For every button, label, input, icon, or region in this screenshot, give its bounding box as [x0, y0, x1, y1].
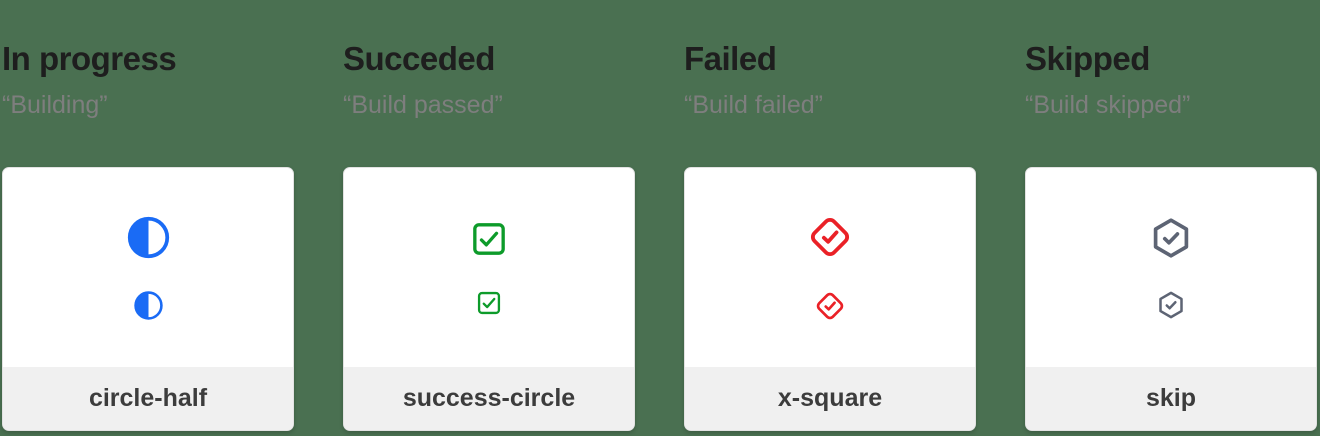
diamond-check-icon	[816, 292, 844, 319]
column-status-quote: “Building”	[2, 91, 108, 119]
diamond-check-icon	[810, 217, 850, 256]
icon-card: circle-half	[2, 167, 294, 431]
check-square-icon	[477, 291, 501, 314]
hexagon-check-icon	[1159, 291, 1183, 318]
column-status-quote: “Build failed”	[684, 91, 823, 119]
check-square-icon	[473, 222, 505, 255]
icon-card: success-circle	[343, 167, 635, 431]
icon-card-body	[3, 168, 293, 367]
column-title: In progress	[2, 40, 177, 77]
icon-name-label: skip	[1026, 367, 1316, 430]
column-succeded: Succeded “Build passed” success-circle	[343, 42, 635, 431]
icon-card-body	[685, 168, 975, 367]
icon-card: x-square	[684, 167, 976, 431]
column-status-quote: “Build passed”	[343, 91, 503, 119]
circle-half-icon	[127, 216, 169, 258]
icon-name-label: x-square	[685, 367, 975, 430]
circle-half-icon	[133, 290, 163, 320]
icon-name-label: success-circle	[344, 367, 634, 430]
icon-name-label: circle-half	[3, 367, 293, 430]
column-in-progress: In progress “Building” circle-half	[2, 42, 294, 431]
column-status-quote: “Build skipped”	[1025, 91, 1191, 119]
hexagon-check-icon	[1153, 217, 1189, 258]
column-title: Failed	[684, 40, 777, 77]
icon-card: skip	[1025, 167, 1317, 431]
column-title: Skipped	[1025, 40, 1150, 77]
icon-card-body	[344, 168, 634, 367]
column-failed: Failed “Build failed” x-square	[684, 42, 976, 431]
column-title: Succeded	[343, 40, 495, 77]
column-skipped: Skipped “Build skipped” skip	[1025, 42, 1317, 431]
icon-card-body	[1026, 168, 1316, 367]
